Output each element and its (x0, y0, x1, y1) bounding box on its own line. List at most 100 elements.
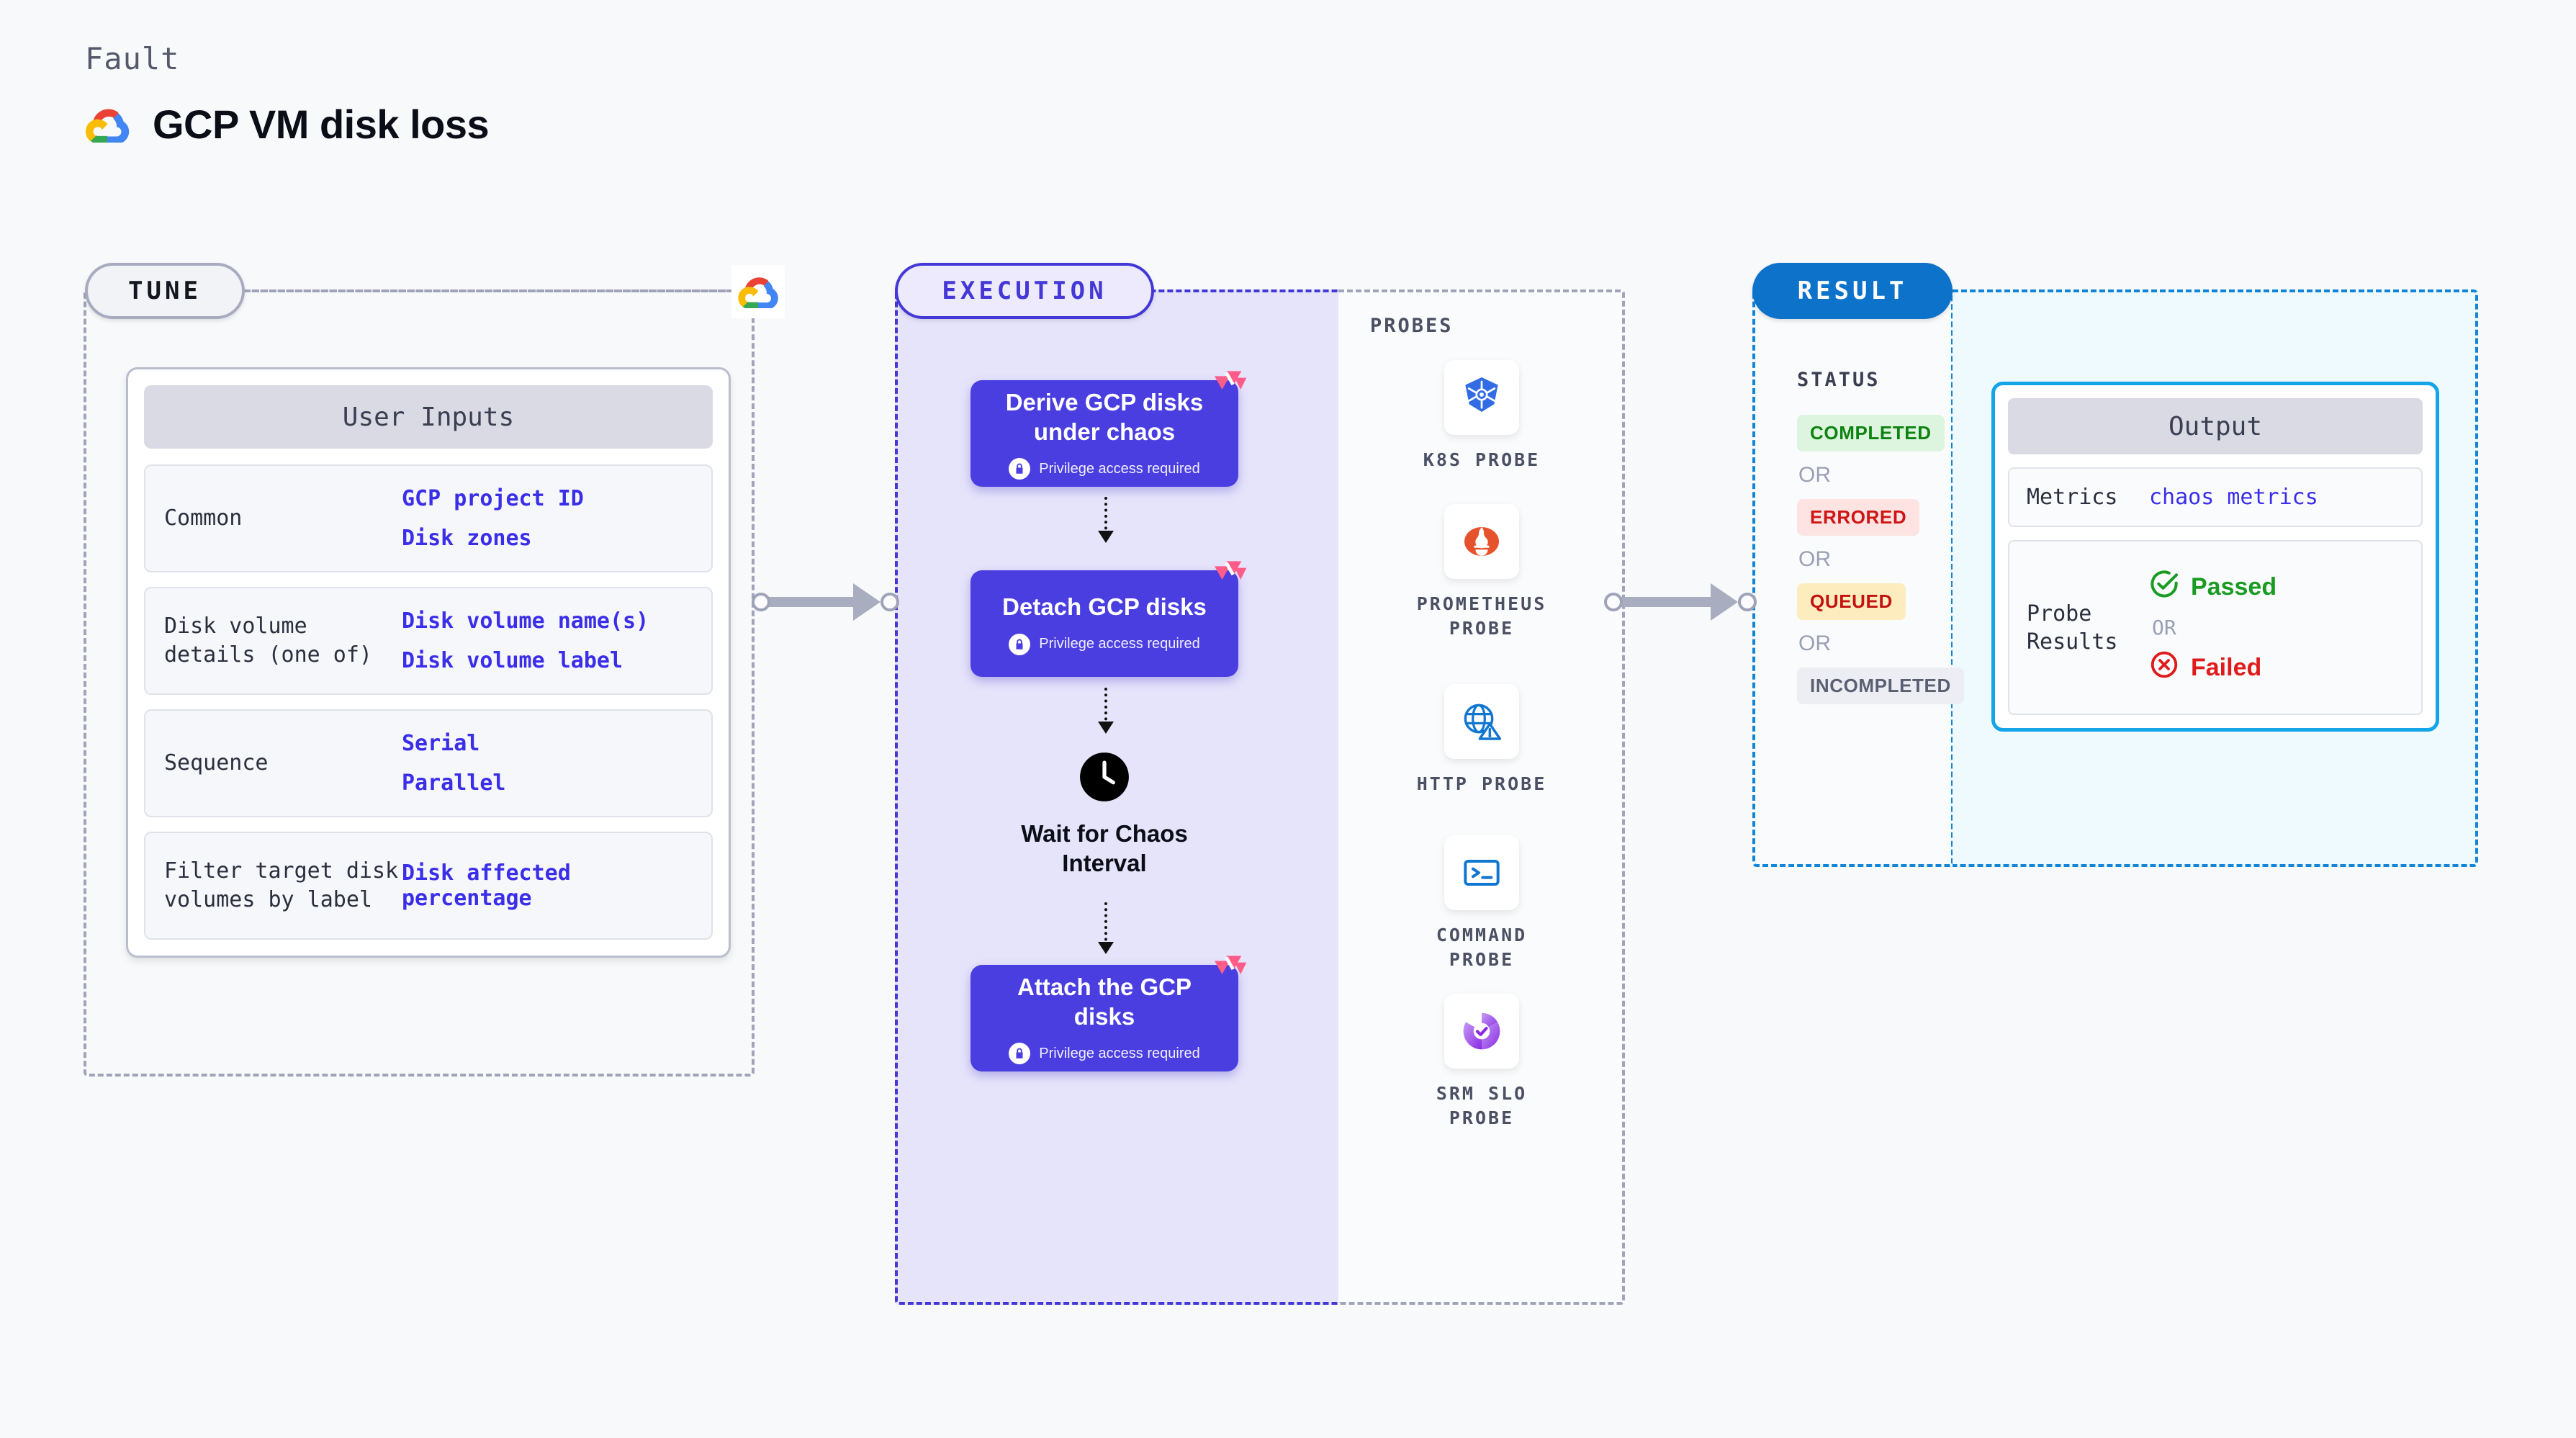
arrow-stem (1104, 497, 1107, 542)
probe-item-k8s[interactable]: K8S PROBE (1402, 360, 1561, 472)
fault-kicker: Fault (85, 41, 180, 76)
output-metrics-key: Metrics (2027, 485, 2118, 510)
probe-label: HTTP PROBE (1416, 773, 1547, 794)
user-input-value[interactable]: Disk volume label (402, 648, 623, 673)
output-metrics-row[interactable]: Metrics chaos metrics (2008, 467, 2423, 527)
status-badge-incompleted: INCOMPLETED (1797, 668, 1964, 704)
probe-result-values: Passed OR Failed (2149, 556, 2276, 699)
http-globe-warning-icon (1444, 684, 1519, 759)
arrow-head (1098, 531, 1114, 543)
probe-result-passed: Passed (2149, 569, 2276, 606)
arrow-stem (1104, 688, 1107, 732)
execution-pill[interactable]: EXECUTION (895, 263, 1154, 319)
prometheus-icon (1444, 504, 1519, 579)
user-inputs-heading: User Inputs (144, 385, 713, 449)
arrow-head (1098, 942, 1114, 954)
tune-to-execution-connector (752, 583, 899, 621)
execution-step-card[interactable]: Derive GCP disks under chaos Privilege a… (970, 371, 1247, 487)
probes-title: PROBES (1370, 315, 1454, 337)
user-input-key: Sequence (164, 750, 269, 776)
output-probe-results-key: Probe Results (2027, 601, 2118, 655)
status-list: COMPLETED OR ERRORED OR QUEUED OR INCOMP… (1797, 415, 1964, 704)
flow-arrow (1098, 497, 1114, 543)
user-input-row[interactable]: Disk volume details (one of) Disk volume… (144, 587, 713, 695)
connector-start-dot (752, 593, 770, 611)
connector-bar (766, 597, 860, 607)
probe-result-failed: Failed (2149, 650, 2276, 686)
user-input-key: Common (164, 505, 243, 531)
wait-for-chaos-node[interactable]: Wait for Chaos Interval (1011, 750, 1198, 878)
user-input-value[interactable]: Disk affected percentage (402, 860, 571, 911)
status-or-label: OR (1798, 547, 1831, 571)
user-input-value[interactable]: Disk zones (402, 526, 532, 551)
fault-title-row: GCP VM disk loss (85, 101, 490, 148)
privilege-note-label: Privilege access required (1039, 460, 1200, 477)
lock-icon (1009, 458, 1031, 480)
litmus-logo-icon (1210, 554, 1250, 598)
litmus-logo-icon (1210, 949, 1250, 993)
user-input-value[interactable]: GCP project ID (402, 486, 584, 511)
lock-icon (1009, 633, 1031, 655)
output-metrics-value[interactable]: chaos metrics (2149, 485, 2318, 510)
status-or-label: OR (1798, 632, 1831, 655)
probe-label: COMMAND PROBE (1436, 925, 1528, 970)
user-input-values: GCP project ID Disk zones (402, 486, 584, 551)
user-input-row[interactable]: Filter target disk volumes by label Disk… (144, 832, 713, 940)
probe-result-failed-label: Failed (2191, 654, 2262, 681)
user-input-value[interactable]: Parallel (402, 770, 506, 796)
lock-icon (1009, 1043, 1031, 1065)
status-badge-errored: ERRORED (1797, 499, 1920, 536)
probe-item-http[interactable]: HTTP PROBE (1402, 684, 1561, 796)
connector-bar (1618, 597, 1718, 607)
page-title: GCP VM disk loss (153, 102, 490, 147)
user-input-key: Filter target disk volumes by label (164, 858, 399, 913)
privilege-note: Privilege access required (1009, 633, 1200, 655)
probes-section-box (1338, 289, 1625, 1305)
probe-item-prometheus[interactable]: PROMETHEUS PROBE (1402, 504, 1561, 641)
probe-result-passed-label: Passed (2191, 573, 2277, 601)
connector-end-dot (1738, 593, 1757, 611)
execution-step-card[interactable]: Detach GCP disks Privilege access requir… (970, 561, 1247, 677)
status-title: STATUS (1797, 369, 1881, 391)
execution-step-name: Detach GCP disks (1002, 593, 1207, 621)
output-probe-results-row: Probe Results Passed OR (2008, 540, 2423, 715)
check-circle-icon (2149, 569, 2179, 606)
connector-end-dot (881, 593, 899, 611)
clock-icon (1078, 750, 1131, 807)
user-inputs-card: User Inputs Common GCP project ID Disk z… (126, 367, 731, 958)
user-input-value[interactable]: Serial (402, 731, 480, 756)
user-input-values: Serial Parallel (402, 731, 506, 796)
execution-step-card[interactable]: Attach the GCP disks Privilege access re… (970, 956, 1247, 1071)
execution-step-name: Derive GCP disks under chaos (1005, 388, 1204, 445)
litmus-logo-icon (1210, 364, 1250, 408)
connector-arrowhead (853, 583, 881, 621)
user-input-row[interactable]: Common GCP project ID Disk zones (144, 464, 713, 572)
arrow-head (1098, 722, 1114, 734)
status-badge-completed: COMPLETED (1797, 415, 1945, 451)
gcp-logo-icon (85, 107, 130, 143)
output-heading: Output (2008, 398, 2423, 454)
probe-label: SRM SLO PROBE (1436, 1083, 1528, 1128)
probe-label: K8S PROBE (1423, 449, 1541, 470)
srm-slo-icon (1444, 994, 1519, 1069)
probe-result-or-label: OR (2152, 616, 2176, 639)
tune-pill[interactable]: TUNE (85, 263, 245, 319)
output-card: Output Metrics chaos metrics Probe Resul… (1991, 382, 2439, 732)
execution-step-name: Attach the GCP disks (1017, 973, 1192, 1030)
user-input-values: Disk affected percentage (402, 860, 693, 911)
user-input-key: Disk volume details (one of) (164, 613, 372, 668)
wait-node-label: Wait for Chaos Interval (1021, 820, 1188, 877)
privilege-note-label: Privilege access required (1039, 1045, 1200, 1061)
user-input-values: Disk volume name(s) Disk volume label (402, 608, 649, 673)
connector-start-dot (1604, 593, 1623, 611)
execution-to-result-connector (1604, 583, 1757, 621)
probe-item-srm-slo[interactable]: SRM SLO PROBE (1402, 994, 1561, 1131)
connector-arrowhead (1711, 583, 1738, 621)
user-input-row[interactable]: Sequence Serial Parallel (144, 709, 713, 817)
user-input-value[interactable]: Disk volume name(s) (402, 608, 649, 634)
result-pill[interactable]: RESULT (1752, 263, 1953, 319)
probe-item-command[interactable]: COMMAND PROBE (1402, 835, 1561, 972)
x-circle-icon (2149, 650, 2179, 686)
terminal-icon (1444, 835, 1519, 910)
tune-section-box (84, 289, 755, 1077)
